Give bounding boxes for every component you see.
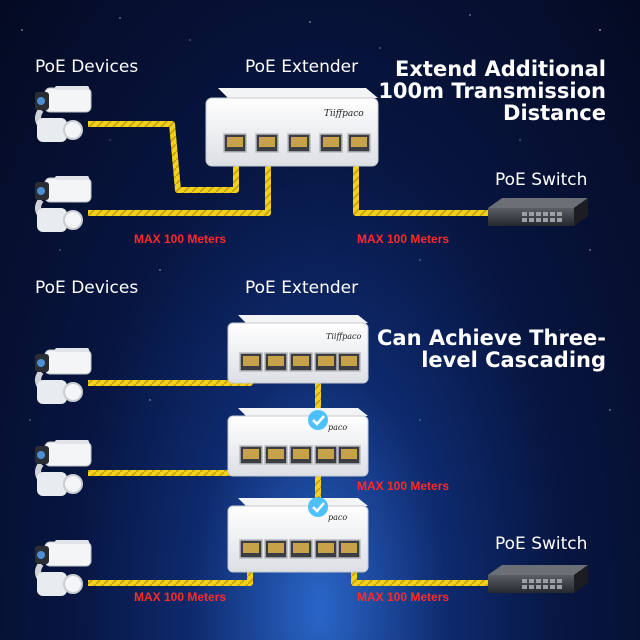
camera-icon-2 [35,176,91,232]
brand-logo-level-2: paco [328,423,347,432]
brand-logo-level-3: paco [328,513,347,522]
poe-extender-level-1: Tiiffpaco [227,315,369,384]
heading-cascading-line-1: Can Achieve Three- [376,326,606,350]
poe-extender-level-3: paco [227,498,369,573]
heading-extend-distance: Extend Additional 100m Transmission Dist… [378,58,606,124]
max-distance-label-middle: MAX 100 Meters [357,479,450,493]
cable-camera1-top [88,121,239,193]
poe-extender-level-2: paco [227,408,369,477]
check-icon-cascade-1 [308,410,328,430]
cable-switch-bottom [351,565,494,586]
max-distance-label-top-right: MAX 100 Meters [357,232,450,246]
poe-switch-icon-bottom [488,565,588,593]
camera-icon-5 [35,540,91,596]
poe-devices-label-top: PoE Devices [35,57,139,77]
heading-cascading-line-2: level Cascading [421,348,606,372]
heading-line-2: 100m Transmission [378,79,606,103]
cable-camera5 [88,565,253,586]
max-distance-label-bottom-left: MAX 100 Meters [134,590,227,604]
poe-extender-label-top: PoE Extender [245,57,359,77]
poe-extender-label-bottom: PoE Extender [245,278,359,298]
max-distance-label-bottom-right: MAX 100 Meters [357,590,450,604]
poe-switch-label-bottom: PoE Switch [495,534,588,554]
check-icon-cascade-2 [308,497,328,517]
cable-switch-top [353,165,494,216]
heading-cascading: Can Achieve Three- level Cascading [377,327,606,371]
cable-camera3 [88,375,253,386]
poe-devices-label-bottom: PoE Devices [35,278,139,298]
cable-camera2-top [88,165,271,216]
heading-line-1: Extend Additional [395,57,606,81]
poe-extender-top: Tiiffpaco [205,88,379,167]
poe-switch-icon-top [488,198,588,226]
heading-line-3: Distance [503,101,606,125]
poe-switch-label-top: PoE Switch [495,170,588,190]
brand-logo-top: Tiiffpaco [324,109,364,119]
cable-camera4 [88,468,253,476]
max-distance-label-top-left: MAX 100 Meters [134,232,227,246]
cables-top [88,121,494,216]
camera-icon-4 [35,440,91,496]
camera-icon-3 [35,348,91,404]
brand-logo-level-1: Tiiffpaco [326,332,361,341]
camera-icon-1 [35,86,91,142]
